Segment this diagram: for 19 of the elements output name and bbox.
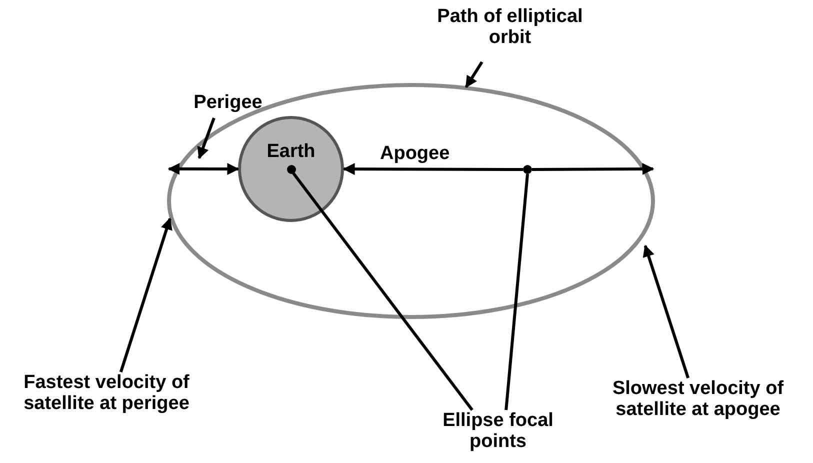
orbit-ellipse [167, 83, 655, 319]
callout-text: Ellipse focal points [412, 410, 584, 462]
callout-text: Path of elliptical orbit [435, 6, 585, 62]
arrow [168, 162, 240, 175]
arrow [642, 244, 690, 378]
callout-text: Fastest velocity of satellite at perigee [4, 372, 209, 444]
edge-label: Apogee [380, 143, 450, 164]
leader-line [292, 172, 474, 411]
arrow [342, 163, 523, 176]
callout-text: Perigee [178, 92, 278, 118]
arrow [119, 218, 172, 372]
focal-point-dot [523, 165, 532, 174]
arrow [197, 117, 216, 160]
arrow [464, 61, 484, 88]
leader-line [504, 174, 529, 410]
earth-label: Earth [266, 141, 316, 163]
callout-text: Slowest velocity of satellite at apogee [588, 378, 808, 450]
focal-point-dot [287, 165, 296, 174]
arrow [532, 162, 654, 175]
